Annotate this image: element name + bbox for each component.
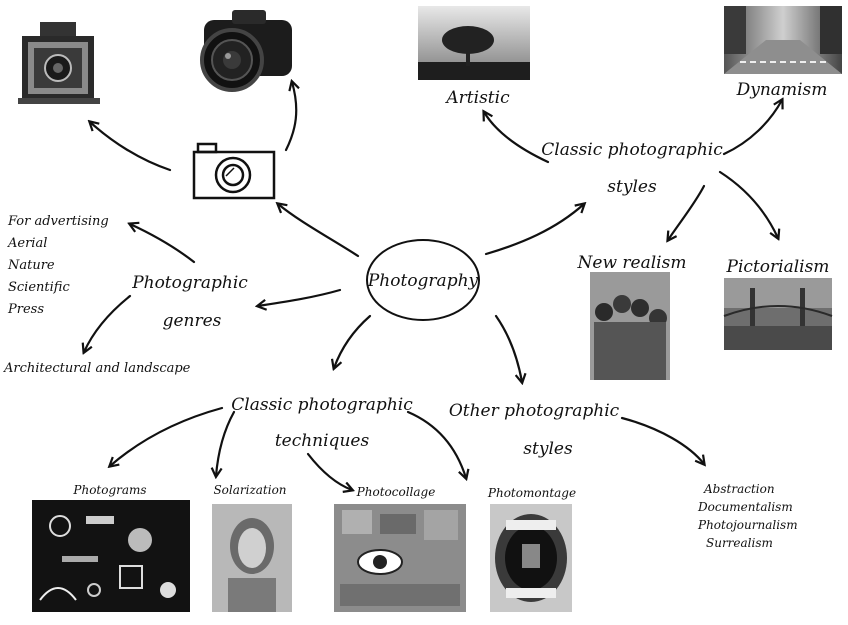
- genres-list-item: Scientific: [8, 280, 70, 295]
- genres-title-line1: Photographic: [131, 273, 248, 293]
- other-list-item: Surrealism: [706, 536, 773, 550]
- styles-title-line2: styles: [607, 177, 657, 197]
- arrow-styles-to-dynamism: [724, 100, 782, 154]
- arrow-other-to-list: [622, 418, 704, 464]
- arrow-techniques-to-solarization: [216, 412, 234, 476]
- techniques-node: Classic photographic techniques: [231, 395, 413, 451]
- other-list-item: Photojournalism: [697, 518, 798, 532]
- solarization-label: Solarization: [213, 483, 286, 497]
- arrow-techniques-to-photocollage: [308, 454, 352, 490]
- other-styles-list: Abstraction Documentalism Photojournalis…: [697, 482, 798, 550]
- photograms-label: Photograms: [72, 483, 146, 497]
- arrow-genres-to-architectural: [84, 296, 130, 352]
- arrow-center-to-other: [496, 316, 522, 382]
- arrow-center-to-genres: [258, 290, 340, 306]
- genres-list-item: Nature: [7, 258, 55, 273]
- other-styles-node: Other photographic styles: [449, 401, 620, 459]
- photograms-image: [32, 500, 190, 612]
- pictorialism-label: Pictorialism: [726, 257, 830, 277]
- dslr-camera-image: [202, 10, 292, 90]
- arrow-camera-to-dslr: [286, 82, 296, 150]
- center-label: Photography: [367, 271, 479, 291]
- arrow-center-to-camera: [278, 204, 358, 256]
- techniques-title-line2: techniques: [275, 431, 370, 451]
- solarization-image: [212, 504, 292, 612]
- pictorialism-image: [724, 278, 832, 350]
- genres-title-line2: genres: [163, 311, 222, 331]
- camera-icon: [194, 144, 274, 198]
- arrow-styles-to-new-realism: [668, 186, 704, 240]
- arrow-styles-to-pictorialism: [720, 172, 778, 238]
- styles-title-line1: Classic photographic: [541, 140, 723, 160]
- genres-architectural-label: Architectural and landscape: [3, 361, 191, 376]
- new-realism-label: New realism: [577, 253, 687, 273]
- genres-list-item: For advertising: [7, 214, 109, 229]
- genres-node: Photographic genres: [131, 273, 248, 331]
- other-list-item: Abstraction: [703, 482, 775, 496]
- genres-list: For advertising Aerial Nature Scientific…: [7, 214, 109, 317]
- other-list-item: Documentalism: [697, 500, 793, 514]
- vintage-camera-image: [18, 22, 100, 104]
- dynamism-label: Dynamism: [736, 80, 828, 100]
- center-node: Photography: [367, 240, 479, 320]
- other-title-line2: styles: [523, 439, 573, 459]
- arrow-techniques-to-photograms: [110, 408, 222, 466]
- styles-node: Classic photographic styles: [541, 140, 723, 197]
- photocollage-image: [334, 504, 466, 612]
- artistic-image: [418, 6, 530, 80]
- arrow-styles-to-artistic: [484, 112, 548, 162]
- dynamism-image: [724, 6, 842, 74]
- new-realism-image: [590, 272, 670, 380]
- arrow-center-to-styles: [486, 204, 584, 254]
- genres-list-item: Press: [7, 302, 44, 317]
- photomontage-image: [490, 504, 572, 612]
- genres-list-item: Aerial: [7, 236, 47, 251]
- other-title-line1: Other photographic: [449, 401, 620, 421]
- techniques-title-line1: Classic photographic: [231, 395, 413, 415]
- arrow-techniques-to-photomontage: [408, 412, 466, 478]
- arrow-genres-to-list: [130, 224, 194, 262]
- artistic-label: Artistic: [444, 88, 510, 108]
- photocollage-label: Photocollage: [356, 485, 436, 499]
- photomontage-label: Photomontage: [487, 486, 576, 500]
- arrow-center-to-techniques: [334, 316, 370, 368]
- arrow-camera-to-vintage: [90, 122, 170, 170]
